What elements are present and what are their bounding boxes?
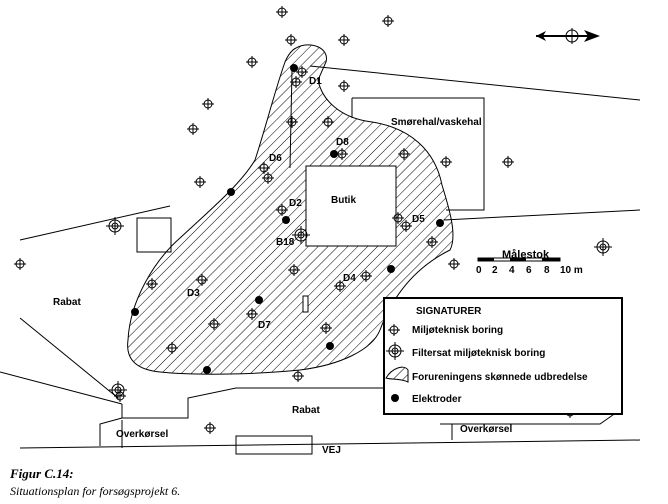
- label-d3: D3: [187, 288, 200, 299]
- figure-title: Figur C.14:: [10, 466, 74, 481]
- electrode-dot: [227, 188, 235, 196]
- label-vej: VEJ: [322, 445, 341, 456]
- label-butik: Butik: [331, 195, 356, 206]
- property-line-d1: [289, 69, 293, 169]
- boundary-rabat-2: [19, 317, 119, 399]
- borehole-icon: [202, 98, 214, 110]
- label-b18: B18: [276, 237, 295, 248]
- electrode-dot: [326, 342, 334, 350]
- electrodes: [131, 64, 444, 374]
- borehole-icon: [14, 258, 26, 270]
- contamination-hatch-icon: [385, 366, 409, 383]
- label-d1: D1: [309, 76, 322, 87]
- legend-title: SIGNATURER: [416, 306, 482, 317]
- label-smorehal: Smørehal/vaskehal: [391, 117, 482, 128]
- scale-tick-4: 4: [509, 265, 515, 276]
- boundary-west: [19, 205, 171, 241]
- electrode-dot: [255, 296, 263, 304]
- boundary-rabat: [0, 371, 123, 405]
- label-overkorsel-right: Overkørsel: [460, 424, 512, 435]
- borehole-icon: [276, 6, 288, 18]
- label-d5: D5: [412, 214, 425, 225]
- borehole-icon: [338, 34, 350, 46]
- borehole-icon: [246, 56, 258, 68]
- label-d6: D6: [269, 153, 282, 164]
- road-curb-lower: [99, 417, 123, 446]
- electrode-dot: [203, 366, 211, 374]
- property-line-north: [309, 65, 641, 101]
- label-d8: D8: [336, 137, 349, 148]
- label-rabat-left: Rabat: [53, 297, 81, 308]
- legend: SIGNATURER Miljøteknisk boring Filtersat…: [383, 297, 623, 415]
- figure-subtitle: Situationsplan for forsøgsprojekt 6.: [10, 484, 181, 498]
- scale-tick-10: 10 m: [560, 265, 583, 276]
- label-d4: D4: [343, 273, 356, 284]
- scale-tick-0: 0: [476, 265, 482, 276]
- borehole-icon: [448, 258, 460, 270]
- electrode-dot: [131, 308, 139, 316]
- scale-tick-6: 6: [526, 265, 532, 276]
- label-rabat-bottom: Rabat: [292, 405, 320, 416]
- borehole-icon: [338, 80, 350, 92]
- electrode-dot: [436, 219, 444, 227]
- electrode-dot: [387, 265, 395, 273]
- north-arrow-icon: [536, 28, 600, 44]
- borehole-icon: [502, 156, 514, 168]
- smorehal-building: [352, 97, 485, 211]
- legend-label-electrode: Elektroder: [412, 394, 462, 405]
- borehole-icon: [187, 123, 199, 135]
- borehole-icon: [204, 422, 216, 434]
- legend-label-borehole: Miljøteknisk boring: [412, 325, 503, 336]
- electrode-dot: [330, 150, 338, 158]
- borehole-icon: [440, 156, 452, 168]
- electrode-icon: [391, 394, 399, 402]
- butik-building: [305, 165, 397, 247]
- contamination-area: [127, 44, 454, 375]
- label-d7: D7: [258, 320, 271, 331]
- filter-borehole-icon: [594, 238, 612, 256]
- road-box: [235, 435, 313, 455]
- scale-tick-8: 8: [544, 265, 550, 276]
- road-curb-upper: [121, 387, 620, 419]
- scale-tick-2: 2: [492, 265, 498, 276]
- property-line-east: [443, 209, 641, 221]
- borehole-icon: [194, 176, 206, 188]
- borehole-icon: [292, 370, 304, 382]
- legend-label-filter: Filtersat miljøteknisk boring: [412, 348, 545, 359]
- small-square: [136, 217, 172, 253]
- small-tank: [302, 295, 309, 313]
- label-overkorsel-left: Overkørsel: [116, 429, 168, 440]
- borehole-icon: [285, 34, 297, 46]
- electrode-dot: [290, 64, 298, 72]
- label-d2: D2: [289, 198, 302, 209]
- road-edge: [19, 439, 641, 449]
- legend-label-contamination: Forureningens skønnede udbredelse: [412, 372, 588, 383]
- electrode-dot: [282, 216, 290, 224]
- scale-bar: Målestok 0 2 4 6 8 10 m: [476, 249, 583, 276]
- borehole-icon: [382, 15, 394, 27]
